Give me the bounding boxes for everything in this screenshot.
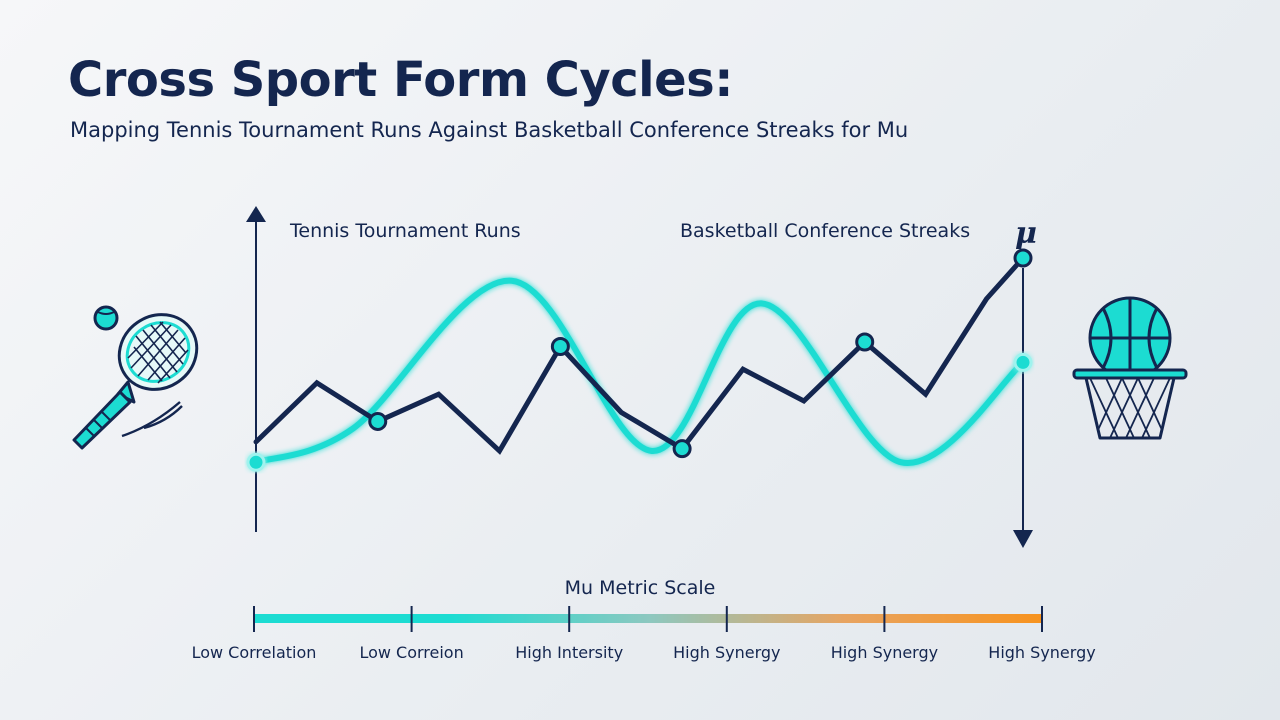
data-point-basketball: [1013, 248, 1033, 268]
data-point-tennis: [1013, 352, 1033, 372]
up-arrow-icon: [246, 206, 266, 222]
chart-title: Cross Sport Form Cycles:: [68, 52, 733, 108]
scale-tick-label: High Synergy: [988, 643, 1095, 662]
basketball-hoop-icon: [1072, 296, 1188, 440]
series-line-tennis: [253, 277, 1026, 466]
chart-subtitle: Mapping Tennis Tournament Runs Against B…: [70, 118, 909, 142]
data-point-basketball: [368, 411, 388, 431]
series-label-tennis: Tennis Tournament Runs: [289, 220, 521, 242]
series-label-basketball: Basketball Conference Streaks: [680, 220, 970, 242]
scale-bar: [254, 614, 1042, 623]
scale-label: Mu Metric Scale: [565, 577, 716, 599]
down-arrow-icon: [1013, 530, 1033, 548]
mu-symbol: μ: [1015, 216, 1037, 251]
scale-tick-label: Low Correlation: [192, 643, 317, 662]
data-point-basketball: [672, 439, 692, 459]
data-point-basketball: [855, 332, 875, 352]
tennis-racket-icon: [72, 305, 199, 450]
data-point-tennis: [246, 452, 266, 472]
scale-tick-label: High Synergy: [673, 643, 780, 662]
right-axis: [1013, 268, 1033, 548]
scale-tick-label: High Intersity: [515, 643, 623, 662]
series-line-basketball: [253, 255, 1026, 455]
data-point-basketball: [550, 337, 570, 357]
left-axis: [246, 206, 266, 532]
scale-tick-label: High Synergy: [831, 643, 938, 662]
scale-tick-label: Low Correion: [359, 643, 463, 662]
